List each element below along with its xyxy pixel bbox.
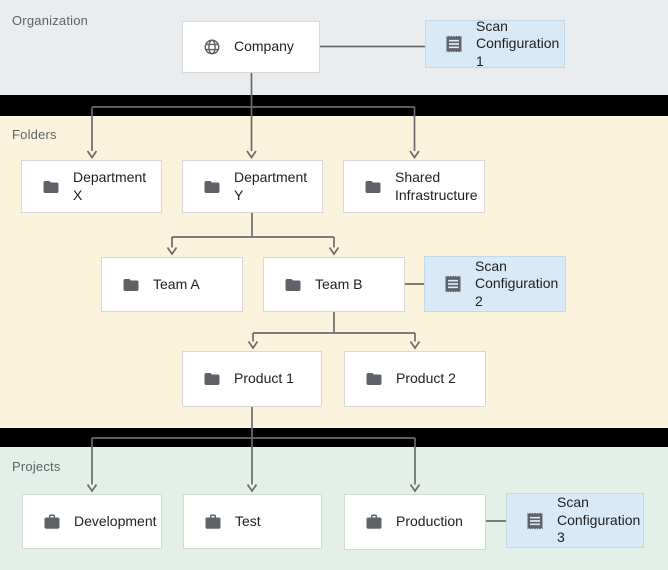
- node-label: Company: [234, 38, 294, 55]
- folder-icon: [203, 370, 221, 388]
- node-development: Development: [22, 494, 162, 549]
- section-label-folders: Folders: [12, 127, 57, 142]
- node-team-b: Team B: [263, 257, 405, 312]
- node-production: Production: [344, 494, 486, 550]
- briefcase-icon: [43, 513, 61, 531]
- section-divider: [0, 428, 668, 447]
- node-label: Department Y: [234, 169, 308, 203]
- briefcase-icon: [365, 513, 383, 531]
- node-label: Product 1: [234, 370, 294, 387]
- receipt-icon: [525, 511, 545, 531]
- section-organization: Organization: [0, 0, 668, 95]
- section-label-organization: Organization: [12, 13, 89, 28]
- node-label: Team A: [153, 275, 200, 292]
- node-scan-config-2: Scan Configuration 2: [424, 256, 566, 312]
- node-label: Product 2: [396, 370, 456, 387]
- node-label: Scan Configuration 1: [476, 17, 560, 69]
- node-product-1: Product 1: [182, 351, 322, 407]
- section-divider: [0, 95, 668, 116]
- folder-icon: [284, 276, 302, 294]
- node-product-2: Product 2: [344, 351, 486, 407]
- node-shared-infrastructure: Shared Infrastructure: [343, 160, 485, 213]
- node-label: Department X: [73, 169, 147, 203]
- node-label: Development: [74, 512, 157, 529]
- node-department-x: Department X: [21, 160, 162, 213]
- folder-icon: [42, 178, 60, 196]
- node-company: Company: [182, 21, 320, 73]
- node-label: Scan Configuration 3: [557, 494, 641, 546]
- section-label-projects: Projects: [12, 459, 61, 474]
- node-test: Test: [183, 494, 322, 549]
- globe-icon: [203, 38, 221, 56]
- folder-icon: [365, 370, 383, 388]
- node-label: Production: [396, 513, 463, 530]
- node-label: Shared Infrastructure: [395, 169, 478, 203]
- folder-icon: [122, 276, 140, 294]
- folder-icon: [364, 178, 382, 196]
- node-label: Scan Configuration 2: [475, 257, 559, 309]
- node-department-y: Department Y: [182, 160, 323, 213]
- node-scan-config-3: Scan Configuration 3: [506, 493, 644, 548]
- receipt-icon: [444, 34, 464, 54]
- briefcase-icon: [204, 513, 222, 531]
- node-label: Test: [235, 512, 261, 529]
- receipt-icon: [443, 274, 463, 294]
- node-team-a: Team A: [101, 257, 243, 312]
- node-label: Team B: [315, 275, 363, 292]
- folder-icon: [203, 178, 221, 196]
- node-scan-config-1: Scan Configuration 1: [425, 17, 565, 69]
